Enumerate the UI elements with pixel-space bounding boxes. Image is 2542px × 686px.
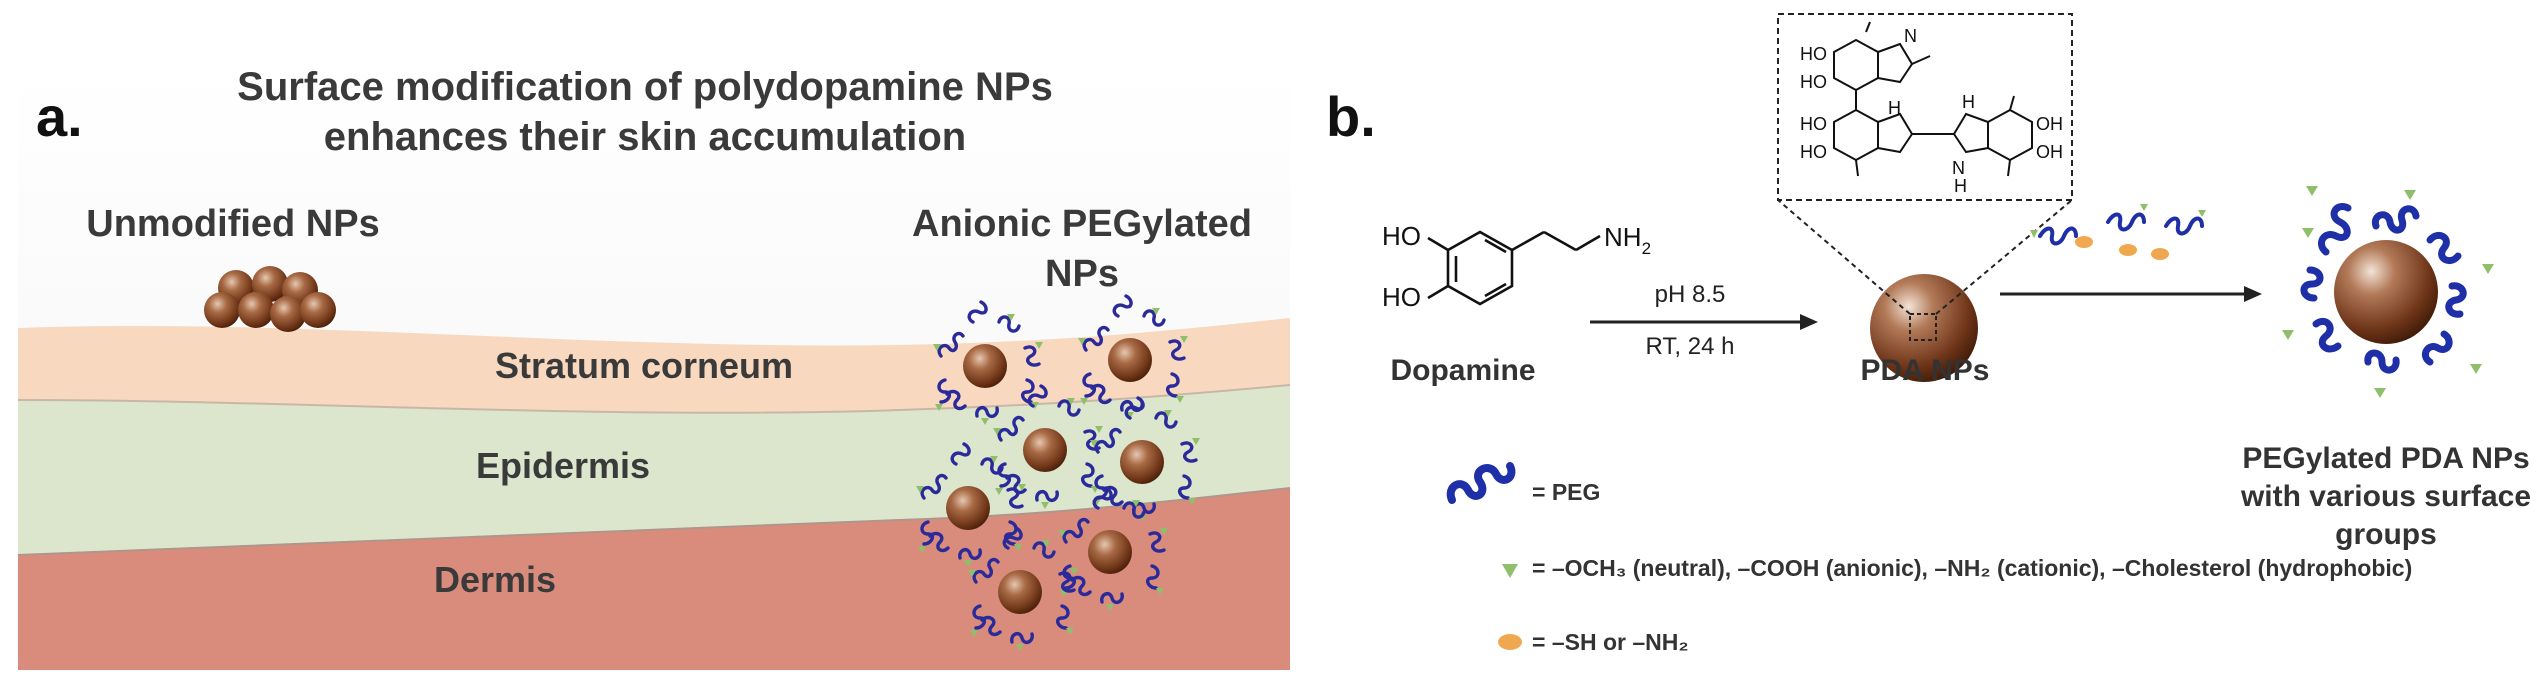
product-label-line1: PEGylated PDA NPs bbox=[2242, 442, 2529, 475]
surface-group bbox=[2198, 210, 2206, 217]
legend-peg-swatch bbox=[1446, 462, 1516, 504]
inset-oh-1: OH bbox=[2036, 114, 2063, 134]
anionic-pegylated-label-line1: Anionic PEGylated bbox=[912, 203, 1252, 245]
legend-peg-label: = PEG bbox=[1532, 479, 1600, 505]
panel-a-letter: a. bbox=[36, 85, 83, 148]
zoom-line-right bbox=[1935, 199, 2073, 315]
nanoparticle bbox=[204, 292, 240, 328]
legend-oval-icon bbox=[1498, 634, 1522, 650]
pda-nps-label: PDA NPs bbox=[1861, 354, 1990, 387]
stratum-corneum-label: Stratum corneum bbox=[495, 345, 793, 386]
inset-n-1: N bbox=[1904, 26, 1917, 46]
panel-a-title-line1: Surface modification of polydopamine NPs bbox=[237, 65, 1053, 109]
inset-n-2: N bbox=[1952, 158, 1965, 178]
inset-h-1: H bbox=[1888, 98, 1901, 118]
product-label-line2: with various surface bbox=[2240, 480, 2531, 513]
peg-chain bbox=[2164, 216, 2204, 236]
dopamine-nh2: NH2 bbox=[1604, 222, 1651, 258]
inset-h-3: H bbox=[1954, 176, 1967, 196]
product-label-line3: groups bbox=[2335, 518, 2437, 551]
condition-ph: pH 8.5 bbox=[1655, 281, 1726, 308]
zoom-box bbox=[1909, 313, 1937, 341]
nanoparticle bbox=[300, 292, 336, 328]
nanoparticle bbox=[270, 296, 306, 332]
dopamine-oh-2: HO bbox=[1382, 282, 1421, 312]
dermis-label: Dermis bbox=[434, 559, 556, 600]
pda-structure-inset bbox=[1777, 13, 2073, 201]
dermis-layer bbox=[18, 488, 1290, 670]
legend-triangle-icon bbox=[1502, 564, 1518, 578]
thiol-amine-end bbox=[2119, 244, 2137, 256]
peg-chain bbox=[2106, 212, 2146, 232]
unmodified-nps-label: Unmodified NPs bbox=[86, 203, 379, 245]
surface-group bbox=[2140, 204, 2148, 211]
thiol-amine-end bbox=[2151, 248, 2169, 260]
peg-chain bbox=[2038, 226, 2078, 246]
panel-a: a. Surface modification of polydopamine … bbox=[17, 65, 1291, 670]
panel-b-letter: b. bbox=[1326, 85, 1376, 148]
thiol-amine-end bbox=[2075, 236, 2093, 248]
dopamine-oh-1: HO bbox=[1382, 221, 1421, 251]
reaction-arrow-2 bbox=[2000, 286, 2262, 302]
unmodified-np-cluster bbox=[204, 266, 336, 332]
inset-oh-2: OH bbox=[2036, 142, 2063, 162]
stratum-corneum-layer bbox=[18, 318, 1290, 413]
anionic-pegylated-label-line2: NPs bbox=[1045, 253, 1119, 295]
zoom-line-left bbox=[1777, 199, 1911, 315]
inset-ho-2: HO bbox=[1800, 72, 1827, 92]
condition-time: RT, 24 h bbox=[1646, 333, 1735, 360]
panel-b: b. HO HO NH2 Dopamine pH 8.5 RT, 24 h bbox=[1326, 13, 2531, 655]
panel-a-title-line2: enhances their skin accumulation bbox=[324, 115, 966, 159]
pda-core bbox=[2334, 240, 2438, 344]
inset-h-2: H bbox=[1962, 92, 1975, 112]
pda-inset-structure bbox=[1833, 21, 2033, 177]
inset-ho-3: HO bbox=[1800, 114, 1827, 134]
surface-group bbox=[2030, 230, 2038, 238]
peg-reagents bbox=[2030, 204, 2206, 260]
inset-ho-4: HO bbox=[1800, 142, 1827, 162]
legend-triangle-label: = –OCH₃ (neutral), –COOH (anionic), –NH₂… bbox=[1532, 555, 2412, 581]
nanoparticle bbox=[238, 292, 274, 328]
pegylated-pda-product bbox=[2282, 186, 2494, 398]
epidermis-label: Epidermis bbox=[476, 445, 650, 486]
legend-oval-label: = –SH or –NH₂ bbox=[1532, 629, 1689, 655]
inset-ho-1: HO bbox=[1800, 44, 1827, 64]
reaction-arrow-1 bbox=[1590, 314, 1818, 330]
dopamine-structure bbox=[1427, 230, 1601, 306]
dopamine-label: Dopamine bbox=[1390, 354, 1535, 387]
legend: = PEG = –OCH₃ (neutral), –COOH (anionic)… bbox=[1446, 462, 2412, 655]
